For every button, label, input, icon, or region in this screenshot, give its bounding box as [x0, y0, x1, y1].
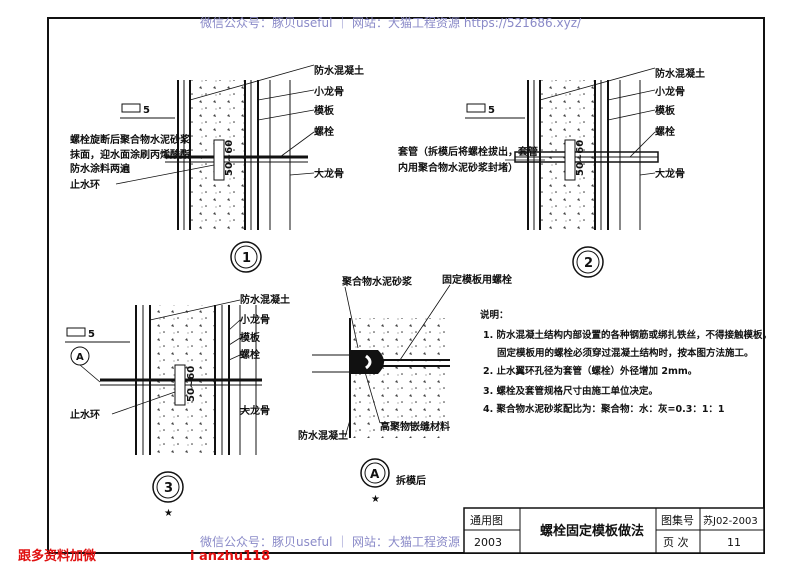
labels-waterproof-concrete-text: 防水混凝土 — [240, 293, 290, 306]
notes-n3-text: 3. 螺栓及套管规格尺寸由施工单位决定。 — [483, 385, 658, 397]
labels-water-stop-ring-text: 止水环 — [70, 178, 100, 191]
figure-2: 5 防水混凝土 小龙骨 模板 螺栓 大龙骨 套管（拆模后将螺栓拔出，套管 内用聚… — [397, 67, 705, 278]
labels-fig2-note-2-text: 内用聚合物水泥砂浆封堵） — [398, 161, 518, 174]
labels-fig1-text: 1 — [242, 251, 251, 266]
notes-title-text: 说明： — [480, 309, 509, 321]
labels-big-keel-text: 大龙骨 — [240, 404, 270, 417]
sheet-border — [47, 17, 765, 554]
labels-formwork-text: 模板 — [655, 104, 676, 117]
labels-fig2-text: 2 — [584, 256, 593, 271]
title-block-atlas-no-text: 苏J02-2003 — [703, 514, 758, 527]
figure-3: 5 A 防水混凝土 小龙骨 模板 螺栓 大龙骨 止水环 50~60 3 ★ — [65, 293, 290, 519]
title-block-page-no-text: 11 — [727, 536, 741, 549]
labels-fig2-note-1-text: 套管（拆模后将螺栓拔出，套管 — [397, 145, 538, 158]
notes-n4-text: 4. 聚合物水泥砂浆配比为：聚合物：水：灰=0.3：1：1 — [483, 403, 725, 415]
labels-formwork-bolt-text: 固定模板用螺栓 — [442, 273, 512, 286]
figure-1: 5 防水混凝土 小龙骨 模板 螺栓 大龙骨 螺栓旋断后聚合物水泥砂浆 抹面，迎水… — [70, 64, 364, 273]
labels-fig1-note-2-text: 抹面，迎水面涂刷丙烯酸酯 — [70, 148, 190, 161]
figure-3-badge — [152, 471, 184, 503]
labels-dim-50-text: 50~60 — [224, 140, 235, 176]
labels-star-text: ★ — [164, 508, 173, 519]
title-block-title-text: 螺栓固定模板做法 — [540, 523, 644, 539]
labels-small-keel-text: 小龙骨 — [313, 85, 344, 98]
labels-fig1-note-3-text: 防水涂料两遍 — [70, 162, 131, 175]
footer-right: i anzhu118 — [190, 549, 270, 564]
labels-dim-50-text: 50~60 — [186, 366, 197, 402]
title-block-general-label-text: 通用图 — [470, 514, 503, 527]
notes-n1-text: 1. 防水混凝土结构内部设置的各种钢筋或绑扎铁丝，不得接触模板， — [483, 329, 772, 341]
notes-n1b-text: 固定模板用的螺栓必须穿过混凝土结构时，按本图方法施工。 — [497, 347, 754, 359]
labels-dim-50-text: 50~60 — [575, 140, 586, 176]
labels-small-keel-text: 小龙骨 — [239, 313, 270, 326]
labels-polymer-mortar-text: 聚合物水泥砂浆 — [341, 275, 413, 288]
detail-a: 聚合物水泥砂浆 固定模板用螺栓 高聚物嵌缝材料 防水混凝土 A 拆模后 ★ — [298, 273, 512, 505]
labels-detail-a-text: A — [370, 467, 380, 481]
labels-waterproof-concrete-text: 防水混凝土 — [298, 429, 348, 442]
labels-big-keel-text: 大龙骨 — [314, 167, 344, 180]
watermark-top: 微信公众号：豚贝useful ｜ 网站：大猫工程资源 https://52168… — [200, 15, 582, 30]
labels-sealant-text: 高聚物嵌缝材料 — [380, 420, 450, 433]
notes-n2-text: 2. 止水翼环孔径为套管（螺栓）外径增加 2mm。 — [483, 365, 697, 377]
labels-dim-5-text: 5 — [488, 105, 495, 116]
labels-dim-5-text: 5 — [143, 105, 150, 116]
labels-fig3-text: 3 — [164, 481, 173, 496]
labels-dim-5-text: 5 — [88, 329, 95, 340]
labels-formwork-text: 模板 — [314, 104, 335, 117]
labels-bolt-text: 螺栓 — [314, 125, 334, 138]
title-block-year-text: 2003 — [474, 536, 502, 549]
labels-fig1-note-1-text: 螺栓旋断后聚合物水泥砂浆 — [70, 133, 191, 146]
labels-after-removal-text: 拆模后 — [396, 474, 426, 487]
labels-small-keel-text: 小龙骨 — [654, 85, 685, 98]
labels-star-text: ★ — [371, 494, 380, 505]
title-block-atlas-label-text: 图集号 — [661, 513, 694, 527]
labels-bolt-text: 螺栓 — [655, 125, 675, 138]
figure-1-badge — [230, 241, 262, 273]
labels-big-keel-text: 大龙骨 — [655, 167, 685, 180]
labels-detail-a-text: A — [76, 352, 84, 363]
title-block: 通用图 2003 螺栓固定模板做法 图集号 苏J02-2003 页 次 11 — [463, 507, 765, 554]
labels-formwork-text: 模板 — [240, 331, 261, 344]
title-block-page-label-text: 页 次 — [663, 535, 689, 549]
notes-block: 说明： 1. 防水混凝土结构内部设置的各种钢筋或绑扎铁丝，不得接触模板， 固定模… — [480, 309, 772, 415]
detail-a-badge — [360, 458, 390, 488]
labels-waterproof-concrete-text: 防水混凝土 — [314, 64, 364, 77]
footer-left: 跟多资料加微 — [18, 548, 97, 564]
labels-bolt-text: 螺栓 — [240, 348, 260, 361]
labels-water-stop-ring-text: 止水环 — [70, 408, 100, 421]
labels-waterproof-concrete-text: 防水混凝土 — [655, 67, 705, 80]
figure-2-badge — [572, 246, 604, 278]
